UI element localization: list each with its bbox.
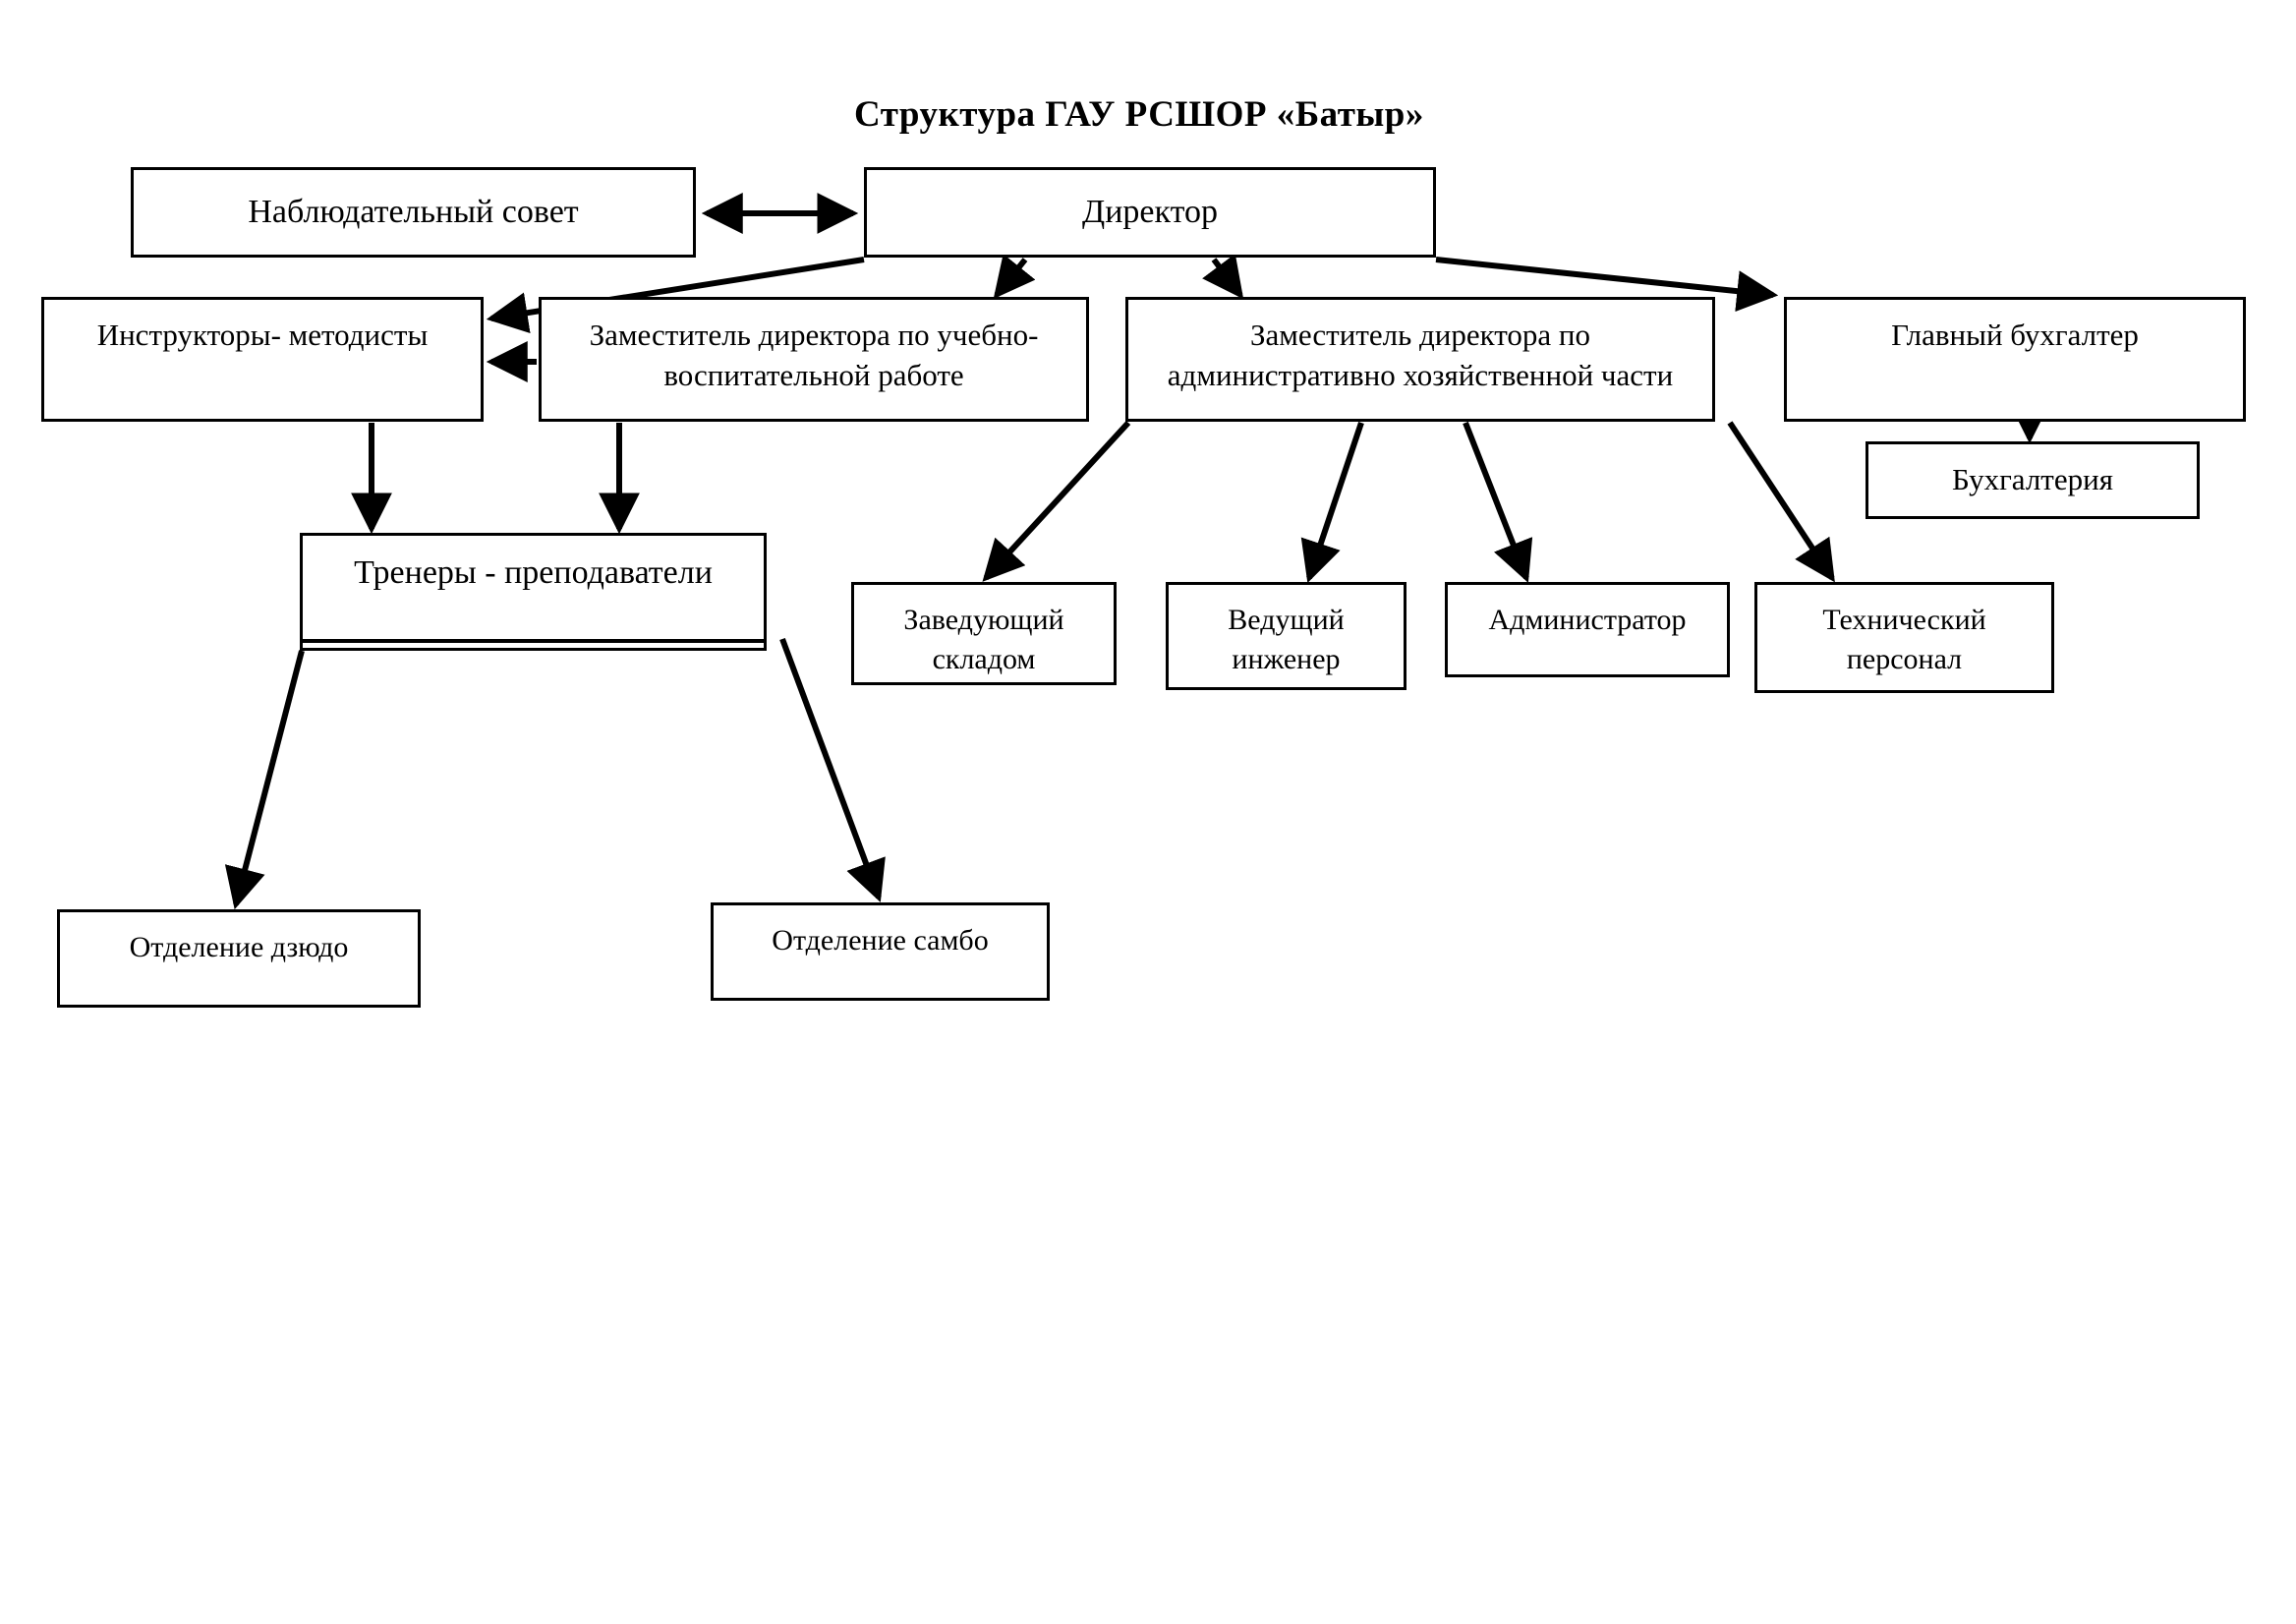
node-deputy-admin[interactable]: Заместитель директора по административно… [1125,297,1715,422]
node-accounting-label: Бухгалтерия [1952,462,2113,497]
node-sambo-department-label: Отделение самбо [772,924,989,957]
node-supervisory-board-label: Наблюдательный совет [248,193,579,230]
edge-deputy-admin-warehouse [982,420,1131,582]
node-deputy-education-label: Заместитель директора по учебно- воспита… [589,318,1039,392]
node-director-label: Директор [1082,193,1218,230]
node-coaches[interactable]: Тренеры - преподаватели [300,533,767,651]
node-warehouse-manager-label: Заведующий складом [903,604,1064,675]
node-warehouse-manager[interactable]: Заведующий складом [851,582,1117,685]
node-lead-engineer-label: Ведущий инженер [1228,604,1345,675]
node-judo-department-label: Отделение дзюдо [129,931,349,963]
node-supervisory-board[interactable]: Наблюдательный совет [131,167,696,258]
node-deputy-admin-label: Заместитель директора по административно… [1167,318,1674,392]
edge-deputy-admin-technical [1727,421,1835,583]
node-deputy-education[interactable]: Заместитель директора по учебно- воспита… [539,297,1089,422]
node-administrator-label: Администратор [1488,604,1687,636]
edge-director-deputy-education [993,254,1036,300]
node-instructors[interactable]: Инструкторы- методисты [41,297,484,422]
node-accounting[interactable]: Бухгалтерия [1866,441,2200,519]
node-coaches-label: Тренеры - преподаватели [354,554,713,591]
node-sambo-department[interactable]: Отделение самбо [711,902,1050,1001]
node-director[interactable]: Директор [864,167,1436,258]
node-lead-engineer[interactable]: Ведущий инженер [1166,582,1406,690]
edge-coaches-judo [224,650,305,910]
edge-director-chief-accountant [1435,257,1779,313]
node-chief-accountant[interactable]: Главный бухгалтер [1784,297,2246,422]
node-technical-staff-label: Технический персонал [1822,604,1986,675]
edge-coaches-sambo [779,637,886,902]
node-administrator[interactable]: Администратор [1445,582,1730,677]
node-technical-staff[interactable]: Технический персонал [1754,582,2054,693]
coaches-box-divider [302,639,765,643]
edge-deputy-admin-administrator [1463,421,1533,583]
page-title: Структура ГАУ РСШОР «Батыр» [854,94,1424,135]
node-instructors-label: Инструкторы- методисты [96,318,429,352]
node-chief-accountant-label: Главный бухгалтер [1891,318,2139,352]
edge-deputy-admin-engineer [1300,422,1364,583]
edge-director-deputy-admin [1202,254,1244,300]
node-judo-department[interactable]: Отделение дзюдо [57,909,421,1008]
